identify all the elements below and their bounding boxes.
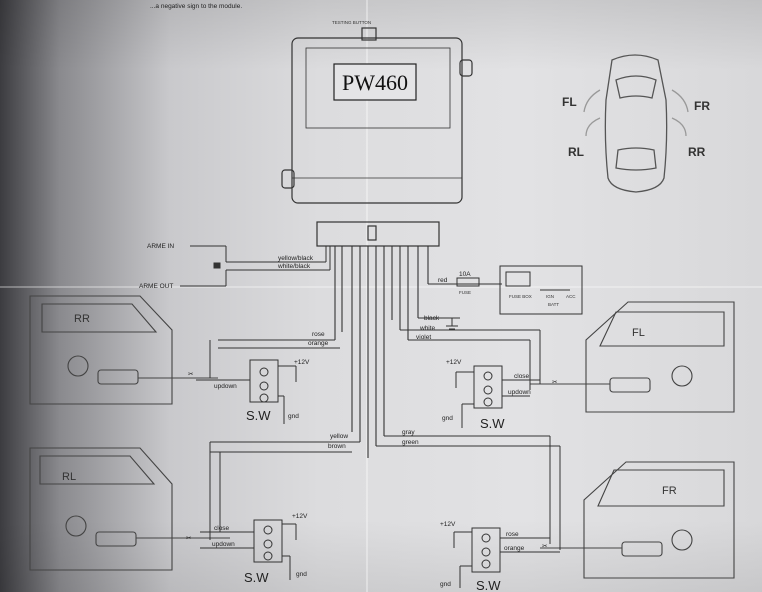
- fr-switch-label: S.W: [476, 578, 501, 592]
- arm-in-label: ARME IN: [147, 243, 174, 250]
- scissors-fr-icon: ✂: [542, 543, 548, 550]
- switch-fr: [376, 435, 561, 588]
- door-fl: [530, 301, 735, 413]
- arm-out-label: ARME OUT: [139, 283, 173, 290]
- white-black-label: white/black: [277, 263, 311, 270]
- model-label-box: [333, 63, 417, 101]
- fl-updown-label: updown: [508, 389, 531, 396]
- door-rr-label: RR: [74, 313, 90, 325]
- ign-label: IGN: [546, 294, 554, 299]
- scissors-rr-icon: ✂: [188, 371, 194, 378]
- rr-v12-label: +12V: [294, 359, 310, 366]
- violet-wire-label: violet: [416, 334, 431, 341]
- rose-label-rr: rose: [312, 331, 325, 338]
- car-fr-label: FR: [694, 99, 710, 113]
- door-fl-label: FL: [632, 327, 645, 339]
- yellow-black-label: yellow/black: [278, 255, 314, 262]
- fl-close-label: close: [514, 373, 530, 380]
- fuse-label: 10A: [459, 271, 471, 278]
- testing-button-label: TESTING BUTTON: [332, 20, 371, 25]
- red-wire-label: red: [438, 277, 448, 284]
- fuse-box-label: FUSE BOX: [509, 294, 532, 299]
- fl-v12-label: +12V: [446, 359, 462, 366]
- rl-gnd-label: gnd: [296, 571, 307, 578]
- battery-label: BATT: [548, 302, 559, 307]
- fr-v12-label: +12V: [440, 521, 456, 528]
- black-wire-label: black: [424, 315, 440, 322]
- car-outline: [583, 54, 689, 193]
- rl-switch-label: S.W: [244, 570, 269, 585]
- switch-fl: [400, 329, 541, 428]
- orange-label-rr: orange: [308, 340, 329, 347]
- module-box: [281, 27, 473, 247]
- model-label: PW460: [342, 70, 408, 95]
- door-fr-label: FR: [662, 485, 677, 497]
- switch-rr: [196, 339, 340, 424]
- brown-label: brown: [328, 443, 346, 450]
- car-rl-label: RL: [568, 145, 584, 159]
- arm-wires: [180, 245, 331, 287]
- connector-wires: [334, 246, 502, 458]
- gray-label: gray: [402, 429, 415, 436]
- fuse-holder-label: FUSE: [459, 290, 471, 295]
- door-fr: [540, 461, 735, 579]
- green-label: green: [402, 439, 419, 446]
- rr-updown-label: updown: [214, 383, 237, 390]
- scissors-fl-icon: ✂: [552, 379, 558, 386]
- yellow-label: yellow: [330, 433, 348, 440]
- power-circuit: [446, 265, 583, 330]
- door-rl: [29, 447, 230, 571]
- car-rr-label: RR: [688, 145, 706, 159]
- header-note: ...a negative sign to the module.: [150, 3, 242, 10]
- rl-v12-label: +12V: [292, 513, 308, 520]
- fl-switch-label: S.W: [480, 416, 505, 431]
- fr-gnd-label: gnd: [440, 581, 451, 588]
- fl-gnd-label: gnd: [442, 415, 453, 422]
- white-wire-label: white: [419, 325, 436, 332]
- car-fl-label: FL: [562, 95, 577, 109]
- acc-label: ACC: [566, 294, 576, 299]
- rr-gnd-label: gnd: [288, 413, 299, 420]
- door-rr: [29, 295, 218, 405]
- scissors-rl-icon: ✂: [186, 535, 192, 542]
- paper-fold-horizontal: [0, 286, 762, 288]
- fr-rose-label: rose: [506, 531, 519, 538]
- fr-orange-label: orange: [504, 545, 525, 552]
- rl-close-label: close: [214, 525, 230, 532]
- door-rl-label: RL: [62, 471, 76, 483]
- rl-updown-label: updown: [212, 541, 235, 548]
- rr-switch-label: S.W: [246, 408, 271, 423]
- switch-rl: [200, 441, 360, 580]
- paper-fold-vertical: [366, 0, 368, 592]
